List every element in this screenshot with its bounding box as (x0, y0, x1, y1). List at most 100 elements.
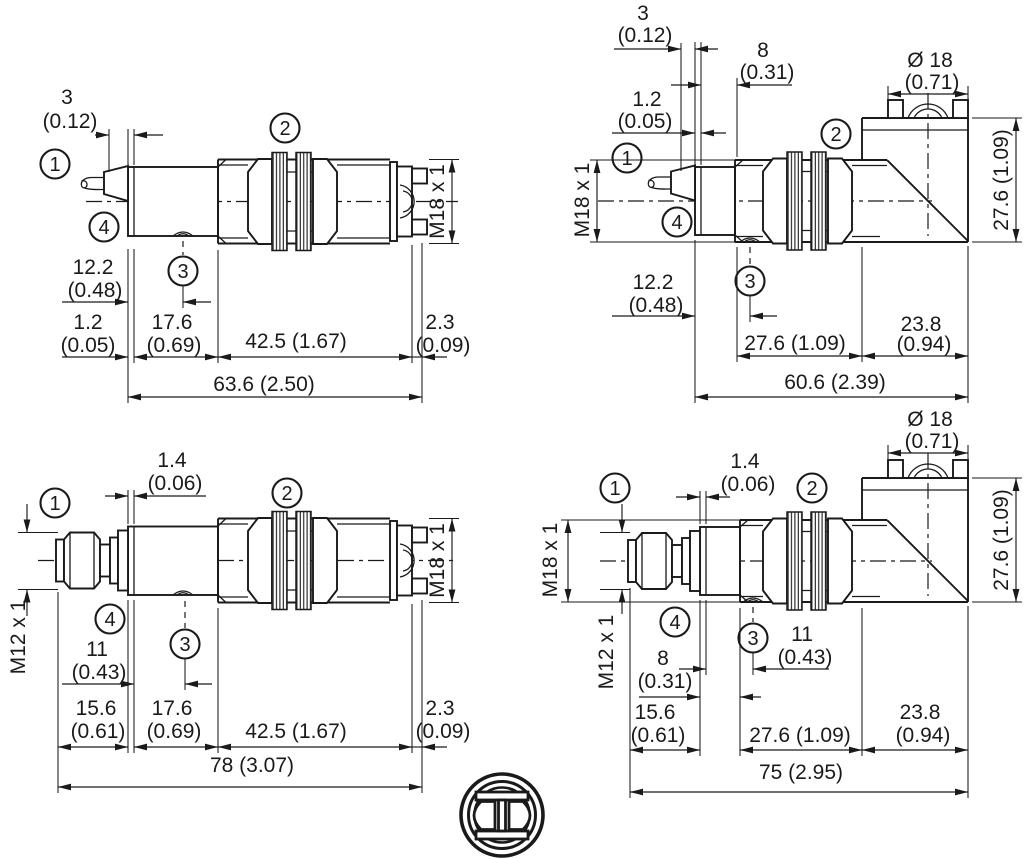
callout-3-label: 3 (179, 634, 190, 656)
sensor-body (80, 151, 428, 252)
callout-4-label: 4 (669, 612, 680, 634)
sensor-body (627, 452, 969, 611)
sensor-body (647, 92, 969, 251)
dim-head-height: 27.6 (1.09) (972, 117, 1022, 243)
dim-gland: 3 (0.12) (614, 2, 718, 53)
m12-connector (55, 529, 129, 592)
callout-2-label: 2 (281, 483, 292, 505)
dim-connector-thread: M12 x 1 (595, 504, 630, 689)
dim-cap-in: (0.09) (416, 720, 471, 743)
dim-head-mm: 23.8 (901, 313, 942, 336)
callout-4-label: 4 (104, 609, 115, 631)
callout-2-label: 2 (279, 118, 290, 140)
dim-cap-mm: 2.3 (425, 697, 454, 720)
dim-total-label: 63.6 (2.50) (213, 373, 315, 396)
dim-led-in: (0.48) (68, 279, 123, 302)
callout-1-label: 1 (49, 493, 60, 515)
callout-4: 4 (661, 206, 693, 238)
dim-head-in: (0.94) (896, 724, 951, 747)
dim-rear-mm: 8 (657, 647, 669, 670)
dim-rear: 8 (0.31) (671, 39, 795, 89)
callout-2: 2 (796, 472, 828, 504)
brand-emblem (459, 772, 545, 858)
dim-row: 15.6 (0.61) 17.6 (0.69) 42.5 (1.67) 2.3 … (58, 697, 471, 751)
callout-1: 1 (611, 142, 643, 174)
callout-1-label: 1 (609, 478, 620, 500)
dim-lens-diameter: Ø 18 (0.71) (887, 408, 969, 459)
dim-led: 12.2 (0.48) (62, 256, 211, 306)
dim-rear-mm: 17.6 (152, 311, 193, 334)
callout-3-label: 3 (177, 261, 188, 283)
callout-3: 3 (734, 265, 766, 297)
dim-step-mm: 1.4 (157, 449, 187, 472)
dim-lens-dia-in: (0.71) (905, 71, 960, 94)
callout-3-label: 3 (744, 271, 755, 293)
dim-led-in: (0.48) (629, 294, 684, 317)
callout-1-label: 1 (49, 154, 60, 176)
callout-4: 4 (88, 211, 120, 243)
dim-lens-dia-mm: Ø 18 (907, 49, 953, 72)
dim-total-label: 60.6 (2.39) (784, 371, 886, 394)
dim-cap-mm: 2.3 (425, 311, 454, 334)
callout-2: 2 (820, 118, 852, 150)
dim-step-mm: 1.2 (73, 311, 102, 334)
callout-1: 1 (39, 487, 71, 519)
dim-led-in: (0.43) (72, 661, 127, 684)
dim-thread-length: 42.5 (1.67) (245, 330, 347, 353)
dim-thread: M18 x 1 (539, 519, 740, 603)
sensor-body (55, 510, 428, 611)
callout-1: 1 (39, 148, 71, 180)
dim-gland-in: (0.12) (618, 24, 673, 47)
dim-thread: M18 x 1 (426, 517, 459, 604)
dim-thread: M18 x 1 (571, 159, 735, 243)
dim-barrel-label: 27.6 (1.09) (749, 724, 851, 747)
dim-head-mm: 23.8 (900, 701, 941, 724)
dim-conn-mm: 15.6 (635, 701, 676, 724)
drawing-cable-axial: 1 2 4 3 3 (0.12) 12.2 (0.48) (39, 86, 471, 403)
dim-step-in: (0.05) (618, 110, 673, 133)
dim-row: 15.6 (0.61) 27.6 (1.09) 23.8 (0.94) (630, 701, 968, 754)
dim-total: 78 (3.07) (58, 754, 422, 791)
dim-gland: 3 (0.12) (43, 86, 163, 172)
dim-led: 12.2 (0.48) (612, 271, 777, 320)
dim-row: 27.6 (1.09) 23.8 (0.94) (737, 313, 968, 360)
dim-led-mm: 11 (791, 623, 813, 646)
head-height-label: 27.6 (1.09) (990, 489, 1013, 591)
dim-total: 75 (2.95) (630, 761, 968, 796)
thread-label: M18 x 1 (426, 164, 449, 239)
callout-1: 1 (599, 472, 631, 504)
drawing-connector-axial: 1 2 4 3 1.4 (0.06) M12 x 1 (7, 449, 470, 793)
dim-total-label: 78 (3.07) (210, 754, 294, 777)
dim-thread-length: 42.5 (1.67) (245, 720, 347, 743)
dim-lens-dia-in: (0.71) (905, 430, 960, 453)
callout-3: 3 (169, 628, 201, 660)
dim-rear-in: (0.69) (147, 720, 202, 743)
dim-step-in: (0.06) (148, 472, 203, 495)
drawing-cable-radial: 1 2 4 3 3 (0.12) 8 (0.31) 1.2 (0.05 (571, 2, 1022, 403)
dim-step-in: (0.06) (721, 473, 776, 496)
dim-led: 11 (0.43) (62, 638, 212, 688)
dim-lens-dia-mm: Ø 18 (907, 408, 953, 431)
dim-cap-in: (0.09) (416, 334, 471, 357)
dim-conn-mm: 15.6 (76, 697, 117, 720)
dim-led: 11 (0.43) (679, 623, 832, 673)
dim-conn-in: (0.61) (71, 720, 126, 743)
callout-4: 4 (94, 603, 126, 635)
dim-total: 60.6 (2.39) (695, 371, 968, 401)
dim-rear-in: (0.31) (638, 670, 693, 693)
callout-4-label: 4 (98, 217, 109, 239)
dim-total-label: 75 (2.95) (759, 761, 843, 784)
dim-rear-in: (0.31) (740, 61, 795, 84)
callout-2-label: 2 (806, 478, 817, 500)
dim-step-mm: 1.2 (632, 88, 661, 111)
dim-led-mm: 12.2 (73, 256, 114, 279)
callout-3: 3 (167, 255, 199, 287)
callout-4-label: 4 (671, 212, 682, 234)
callout-2: 2 (269, 112, 301, 144)
dim-step: 1.4 (0.06) (105, 449, 206, 524)
dim-rear: 8 (0.31) (638, 647, 761, 701)
dim-gland-mm: 3 (637, 2, 649, 25)
thread-label: M18 x 1 (571, 163, 594, 238)
